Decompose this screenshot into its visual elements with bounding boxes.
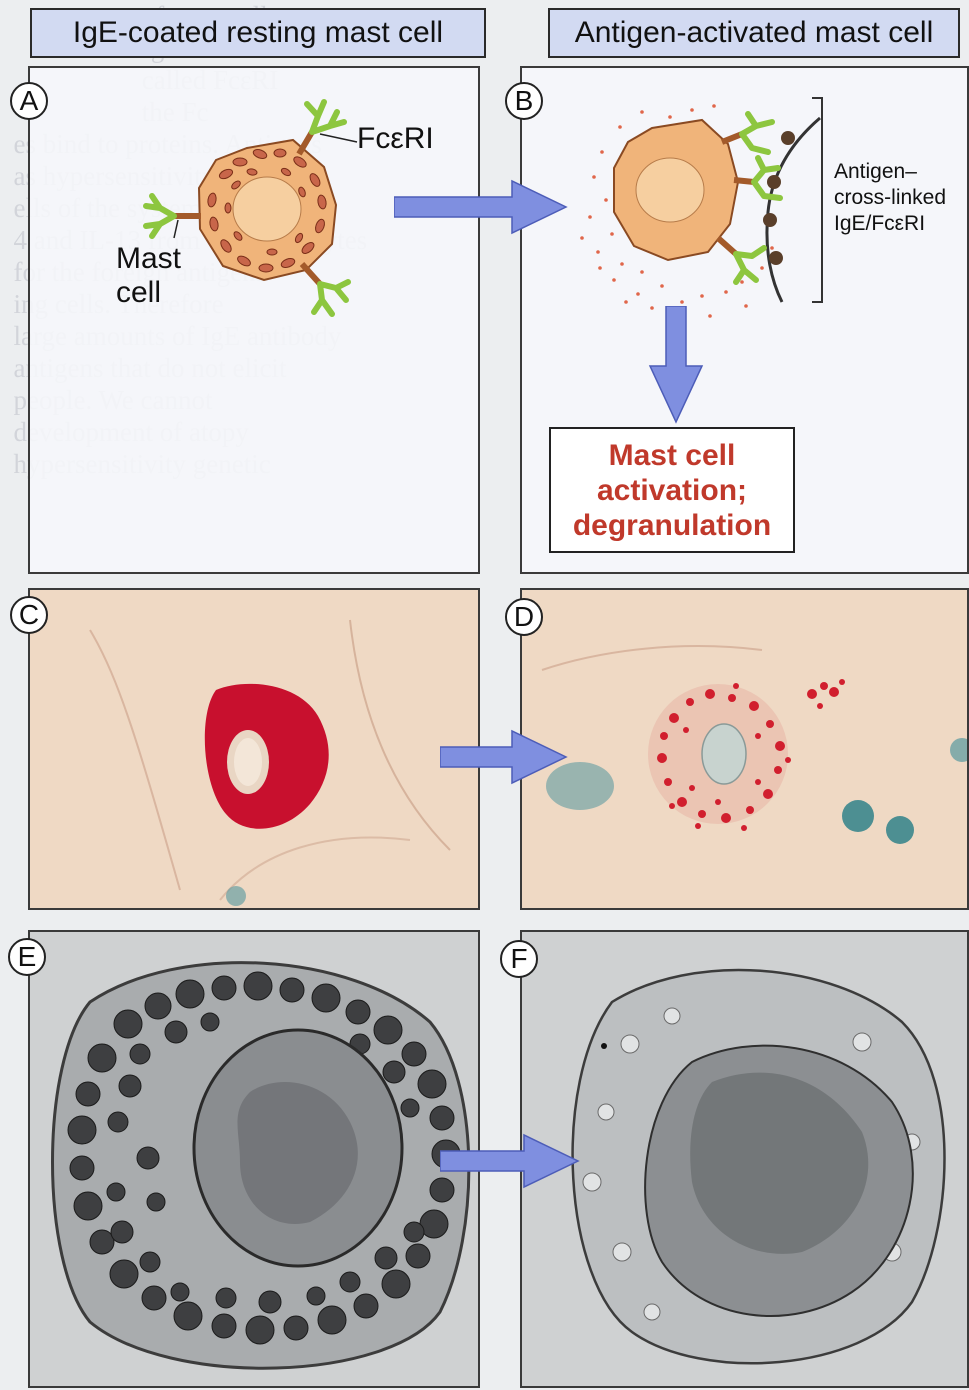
right-header-text: Antigen-activated mast cell (575, 16, 934, 50)
crosslinked-label-line2: cross-linked (834, 186, 946, 210)
panel-e-resting-electron-micrograph (28, 930, 480, 1388)
mast-cell-activation-box: Mast cell activation; degranulation (549, 427, 795, 553)
panel-f-activated-electron-micrograph (520, 930, 969, 1388)
panel-e-letter: E (8, 938, 46, 976)
left-header-text: IgE-coated resting mast cell (73, 16, 443, 50)
degranulated-cell-em-image (522, 932, 969, 1388)
fceri-label: FcεRI (357, 122, 434, 156)
degranulated-cell-stained-image (522, 590, 969, 910)
panel-d-activated-light-micrograph (520, 588, 969, 910)
right-column-header: Antigen-activated mast cell (548, 8, 960, 58)
panel-c-resting-light-micrograph (28, 588, 480, 910)
resting-cell-em-image (30, 932, 480, 1388)
arrow-a-to-b (394, 178, 570, 236)
crosslinked-label-line1: Antigen– (834, 160, 917, 184)
crosslinked-label-line3: IgE/FcεRI (834, 212, 925, 236)
panel-c-letter: C (10, 596, 48, 634)
panel-a-letter: A (10, 82, 48, 120)
arrow-e-to-f (440, 1132, 580, 1190)
resting-cell-stained-image (30, 590, 480, 910)
arrow-c-to-d (440, 728, 570, 786)
arrow-b-to-outcome (648, 306, 704, 424)
outcome-line2: activation; (597, 473, 747, 508)
mast-cell-label-line1: Mast (116, 242, 181, 276)
panel-d-letter: D (505, 598, 543, 636)
left-column-header: IgE-coated resting mast cell (30, 8, 486, 58)
panel-b-letter: B (505, 82, 543, 120)
mast-cell-label-line2: cell (116, 276, 161, 310)
panel-f-letter: F (500, 940, 538, 978)
outcome-line1: Mast cell (609, 438, 736, 473)
outcome-line3: degranulation (573, 508, 771, 543)
